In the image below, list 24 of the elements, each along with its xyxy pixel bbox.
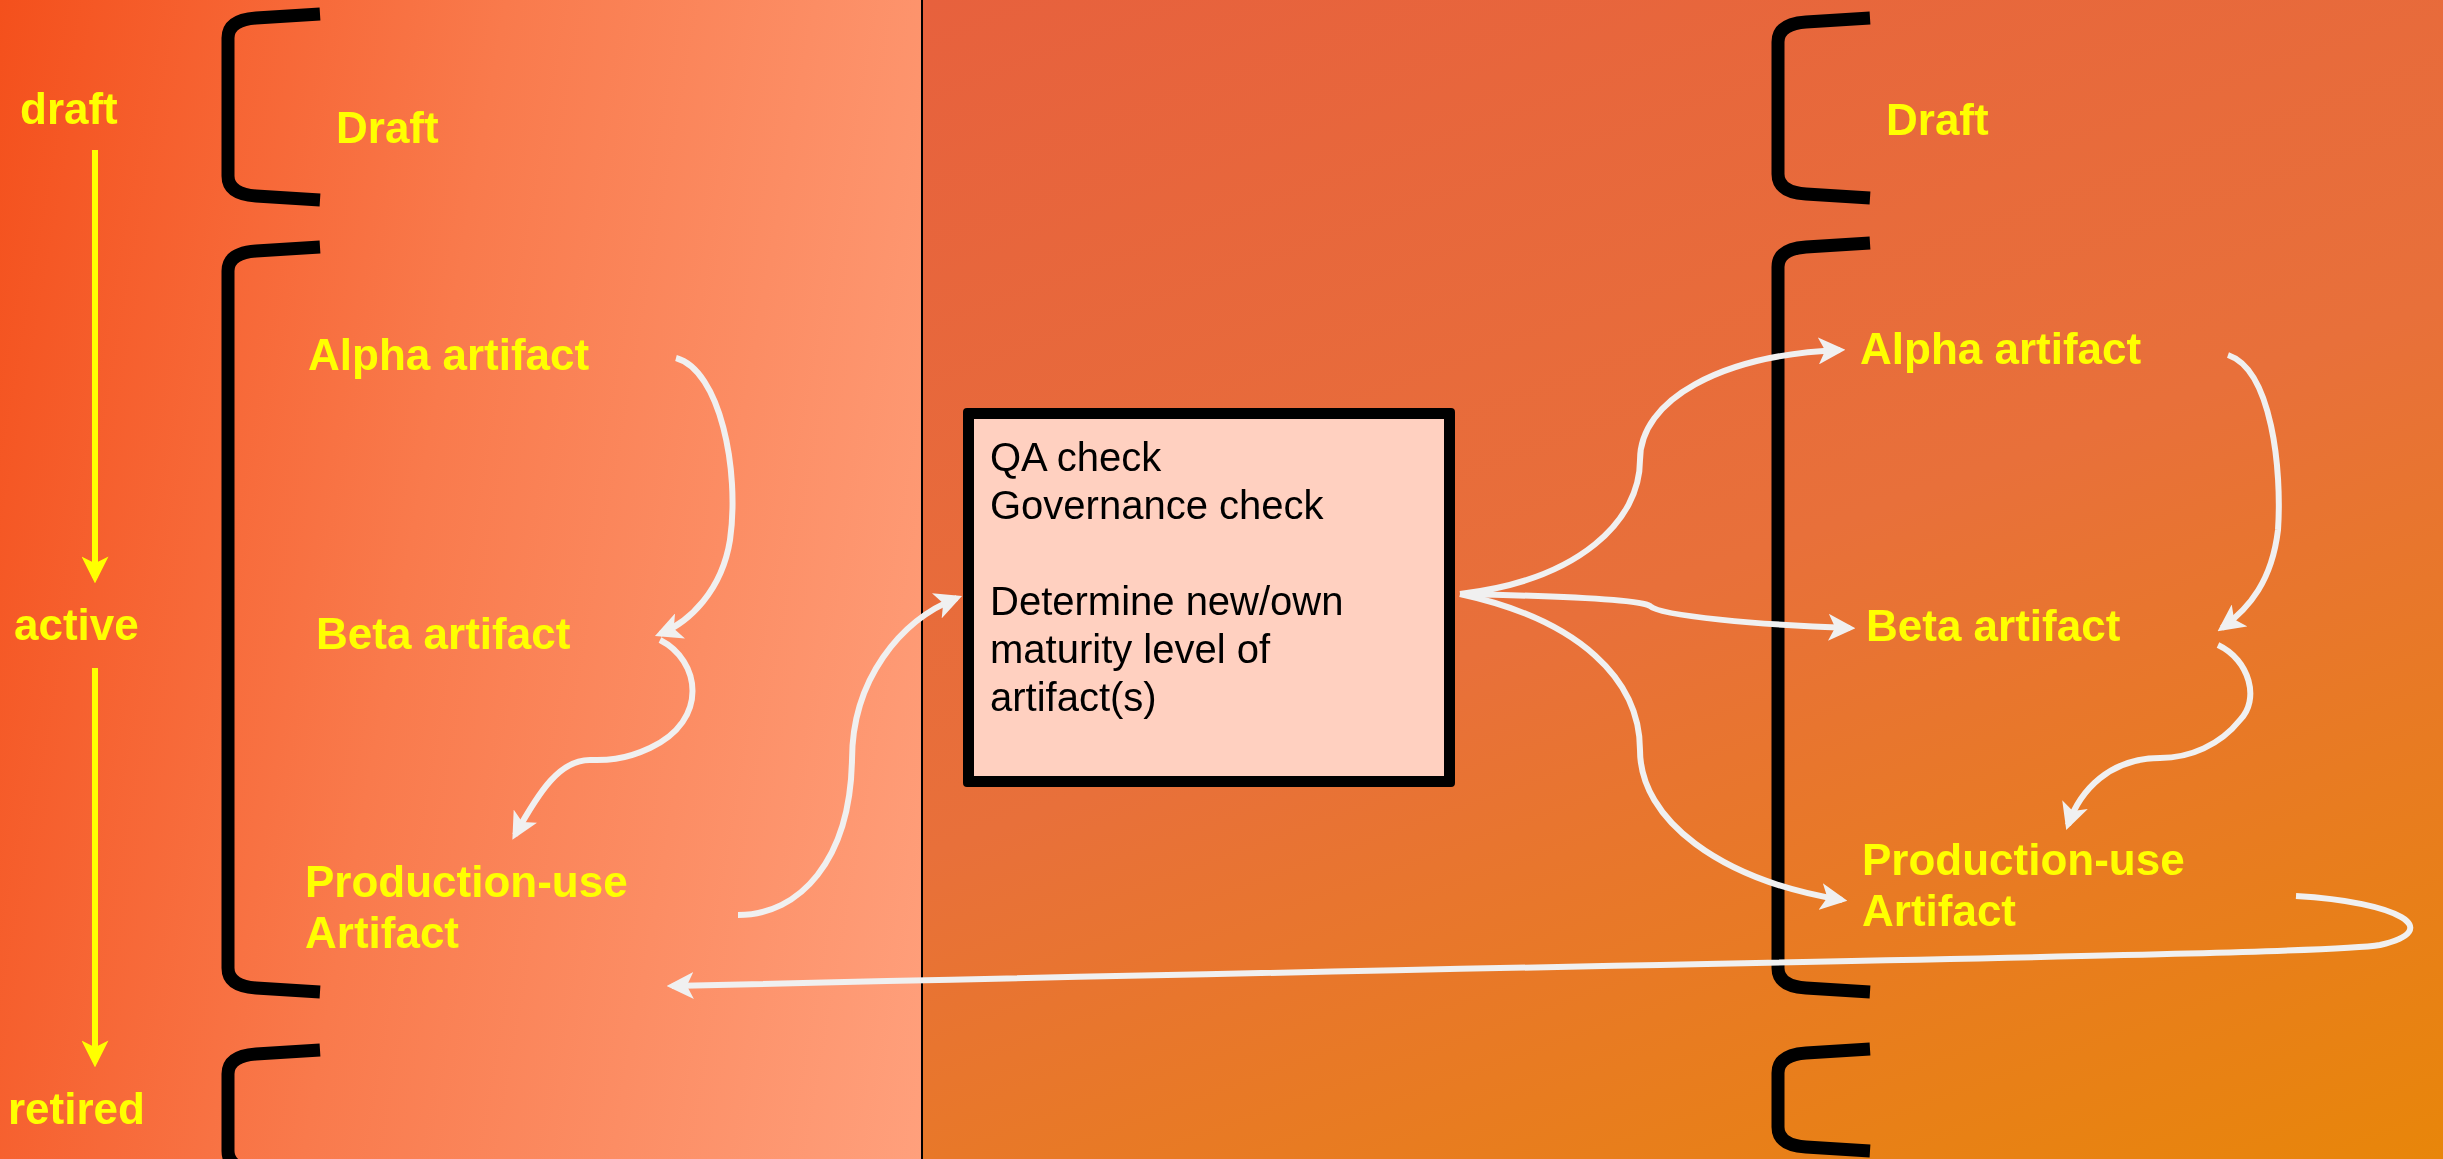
arrow (81, 150, 109, 584)
stage-label: active (14, 600, 179, 651)
box-text: Determine new/own maturity level of artifact(s) (990, 578, 1345, 721)
artifact-label: Alpha artifact (1860, 324, 2210, 375)
arrow (737, 594, 962, 918)
arrow (81, 668, 109, 1068)
box-text: QA check (990, 434, 1163, 481)
process-box (963, 408, 1455, 787)
arrow (512, 637, 696, 840)
artifact-label: Beta artifact (316, 609, 632, 660)
arrow (2063, 642, 2254, 831)
stage-label: draft (20, 84, 170, 135)
stage-label: retired (8, 1084, 188, 1135)
arrow (666, 893, 2412, 999)
artifact-label: Beta artifact (1866, 601, 2186, 652)
artifact-label: Alpha artifact (308, 330, 658, 381)
artifact-label: Production-use Artifact (305, 857, 710, 959)
artifact-label: Production-use Artifact (1862, 835, 2267, 937)
artifact-label: Draft (336, 103, 466, 154)
box-text: Governance check (990, 482, 1325, 529)
arrow (655, 355, 736, 638)
artifact-label: Draft (1886, 95, 2021, 146)
arrow (1459, 591, 1848, 910)
arrow (2217, 352, 2282, 632)
